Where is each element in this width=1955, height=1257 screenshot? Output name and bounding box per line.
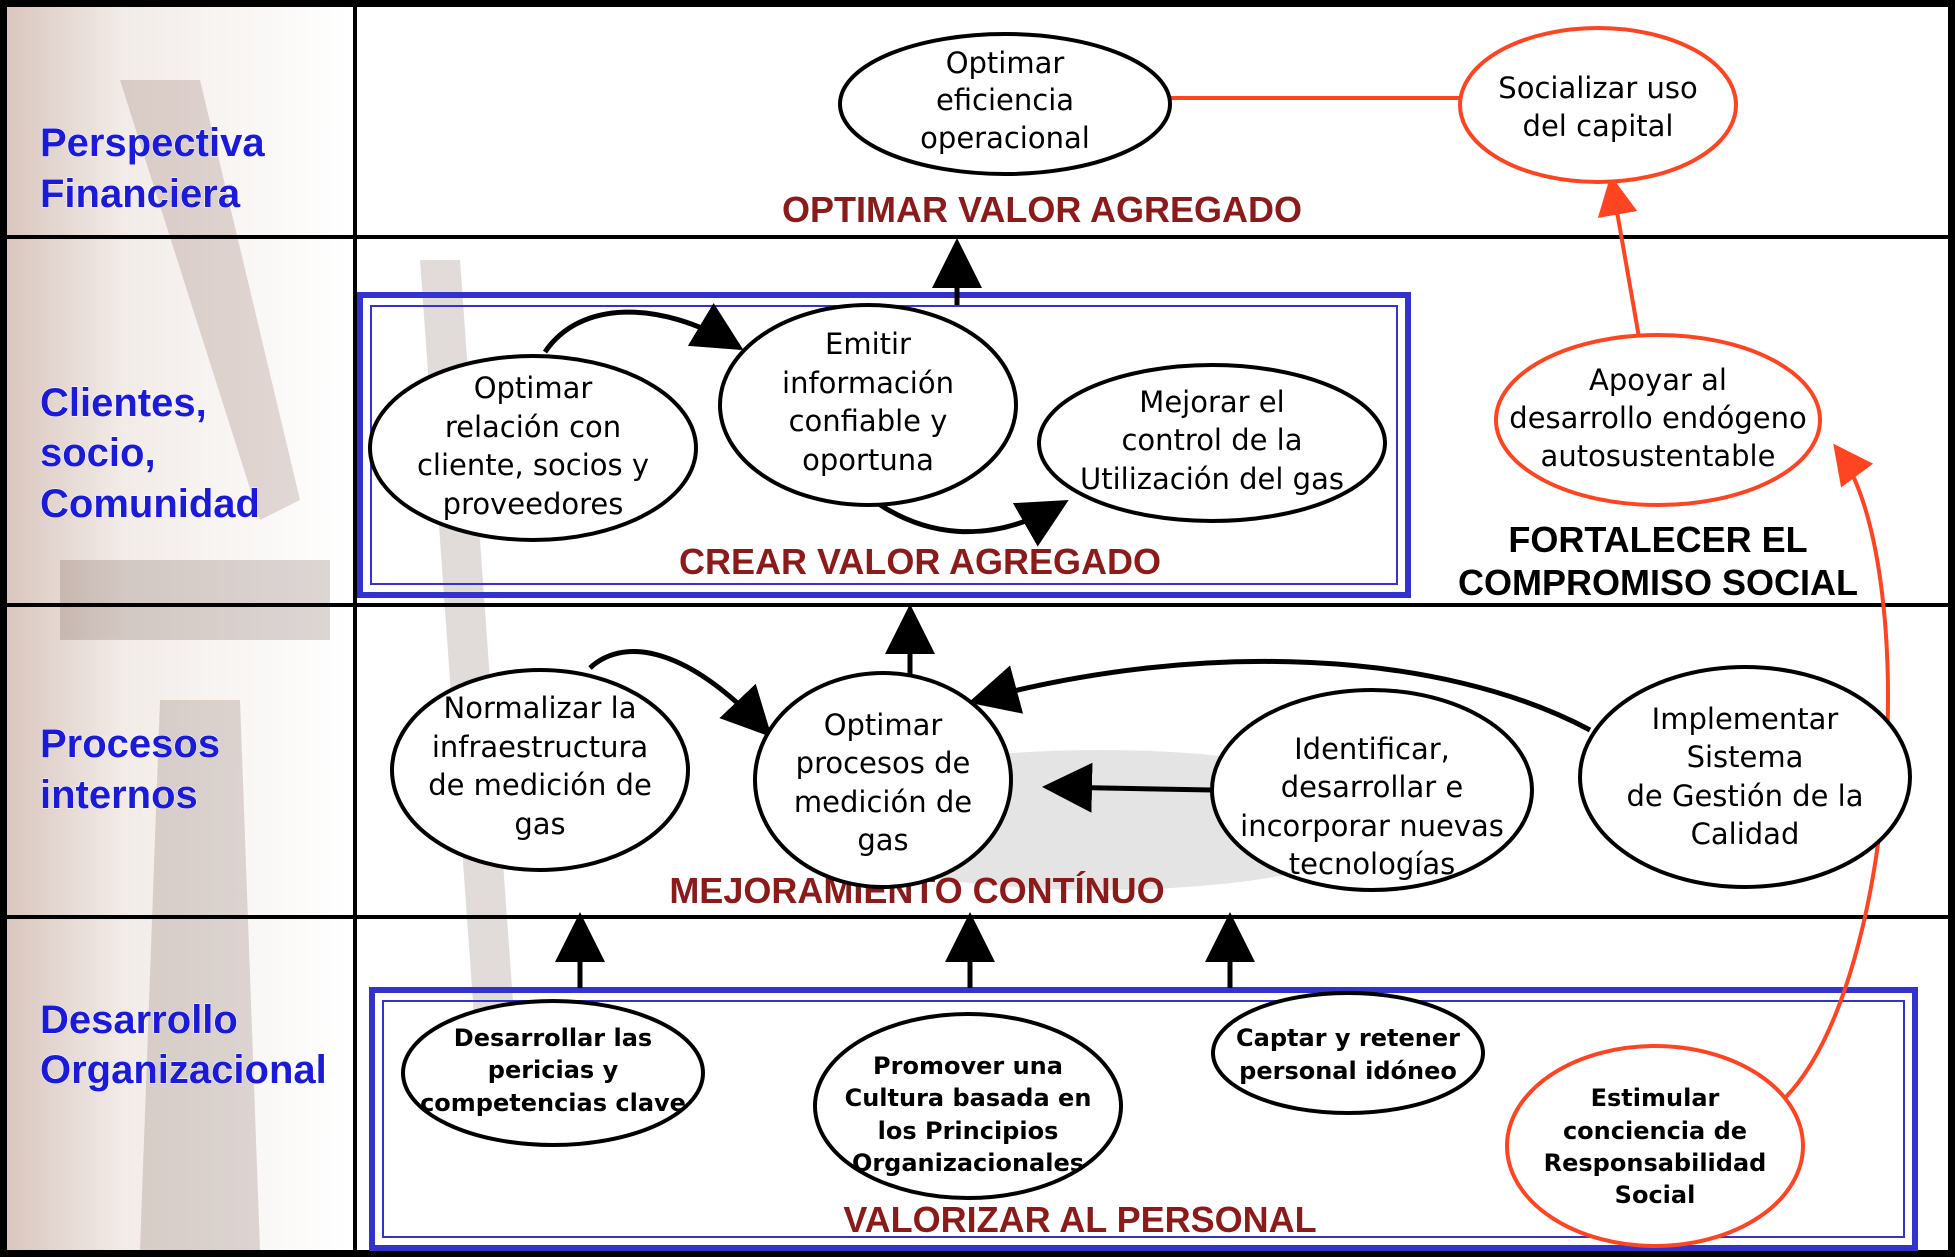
node-normalizar: Normalizar la infraestructura de medició… [390,668,690,872]
svg-text:Normalizar la: Normalizar la [444,691,637,725]
perspective-labels: Perspectiva Financiera Clientes, socio, … [40,121,328,1093]
node-apoyar: Apoyar al desarrollo endógeno autosusten… [1494,333,1822,507]
svg-text:cliente, socios y: cliente, socios y [417,448,649,482]
svg-text:Calidad: Calidad [1691,817,1800,851]
svg-text:Apoyar al: Apoyar al [1589,363,1727,397]
svg-text:Optimar: Optimar [474,371,593,405]
svg-text:proveedores: proveedores [443,487,624,521]
svg-text:Sistema: Sistema [1687,740,1804,774]
svg-text:autosustentable: autosustentable [1541,439,1776,473]
svg-text:control de la: control de la [1121,423,1302,457]
svg-text:Cultura basada en: Cultura basada en [845,1084,1092,1112]
node-estimular: Estimular conciencia de Responsabilidad … [1505,1044,1805,1248]
node-promover: Promover una Cultura basada en los Princ… [813,1012,1123,1200]
svg-text:de Gestión de la: de Gestión de la [1627,779,1864,813]
valorizar-personal-box [369,987,1918,1251]
title-fortalecer-2: COMPROMISO SOCIAL [1458,562,1858,603]
svg-text:confiable y: confiable y [789,404,948,438]
title-fortalecer-1: FORTALECER EL [1508,519,1807,560]
svg-text:personal idóneo: personal idóneo [1239,1057,1457,1085]
node-captar: Captar y retener personal idóneo [1211,991,1485,1115]
node-emitir: Emitir información confiable y oportuna [718,303,1018,507]
svg-text:relación con: relación con [445,410,621,444]
svg-text:Implementar: Implementar [1652,702,1839,736]
svg-text:Estimular: Estimular [1591,1084,1720,1112]
svg-text:procesos de: procesos de [796,746,971,780]
node-desarrollar-pericias: Desarrollar las pericias y competencias … [401,999,705,1147]
title-crear-valor: CREAR VALOR AGREGADO [679,541,1161,582]
svg-text:información: información [782,366,954,400]
arrow-apoyar-to-socializar [1597,175,1642,344]
label-financiera-2: Financiera [40,172,241,216]
svg-text:Emitir: Emitir [825,327,911,361]
node-identificar: Identificar, desarrollar e incorporar nu… [1210,688,1534,892]
svg-text:incorporar nuevas: incorporar nuevas [1240,809,1504,843]
svg-text:gas: gas [514,807,565,841]
svg-text:oportuna: oportuna [802,443,934,477]
svg-text:Identificar,: Identificar, [1294,732,1450,766]
label-desarrollo-1: Desarrollo [40,998,238,1042]
svg-text:desarrollar e: desarrollar e [1281,770,1463,804]
svg-text:Socializar uso: Socializar uso [1498,71,1697,105]
svg-text:Captar y retener: Captar y retener [1236,1024,1460,1052]
svg-text:Organizacionales: Organizacionales [852,1149,1084,1177]
label-desarrollo-2: Organizacional [40,1048,327,1092]
node-socializar: Socializar uso del capital [1458,26,1738,184]
label-clientes-2: socio, [40,431,156,475]
title-valorizar: VALORIZAR AL PERSONAL [843,1199,1316,1240]
svg-text:Responsabilidad: Responsabilidad [1544,1149,1767,1177]
node-optimar-relacion: Optimar relación con cliente, socios y p… [368,354,698,542]
node-optimar-procesos: Optimar procesos de medición de gas [753,671,1013,889]
label-clientes-1: Clientes, [40,381,207,425]
svg-text:Optimar: Optimar [824,708,943,742]
svg-text:gas: gas [857,823,908,857]
node-optimar-eficiencia: Optimar eficiencia operacional [838,32,1172,176]
title-optimar-valor: OPTIMAR VALOR AGREGADO [782,189,1302,230]
label-procesos-1: Procesos [40,722,220,766]
svg-text:medición de: medición de [794,785,972,819]
svg-text:conciencia de: conciencia de [1563,1117,1747,1145]
node-implementar: Implementar Sistema de Gestión de la Cal… [1578,665,1912,889]
label-financiera-1: Perspectiva [40,121,265,165]
arrow-emitir-to-control [858,488,1069,547]
svg-text:infraestructura: infraestructura [432,730,648,764]
svg-text:competencias clave: competencias clave [420,1089,686,1117]
svg-text:Promover una: Promover una [873,1052,1063,1080]
arrow-implementar-to-optimar [968,658,1592,733]
node-mejorar-control: Mejorar el control de la Utilización del… [1037,363,1387,523]
svg-text:de medición de: de medición de [428,768,652,802]
svg-text:Social: Social [1615,1181,1696,1209]
svg-text:operacional: operacional [920,121,1090,155]
svg-text:tecnologías: tecnologías [1289,847,1455,881]
svg-text:pericias y: pericias y [488,1056,619,1084]
arrow-identificar-to-optimar [1042,762,1213,813]
svg-text:eficiencia: eficiencia [936,83,1074,117]
svg-text:Desarrollar las: Desarrollar las [454,1024,652,1052]
svg-text:los Principios: los Principios [878,1117,1059,1145]
svg-text:desarrollo endógeno: desarrollo endógeno [1509,401,1806,435]
svg-text:Optimar: Optimar [946,46,1065,80]
label-clientes-3: Comunidad [40,482,260,526]
arrow-relacion-to-emitir [542,302,744,354]
arrow-normalizar-to-optimar [588,649,772,738]
svg-text:del capital: del capital [1523,109,1674,143]
black-arrows [542,238,1592,988]
svg-text:Utilización del gas: Utilización del gas [1080,462,1344,496]
svg-text:Mejorar el: Mejorar el [1139,385,1284,419]
label-procesos-2: internos [40,773,198,817]
